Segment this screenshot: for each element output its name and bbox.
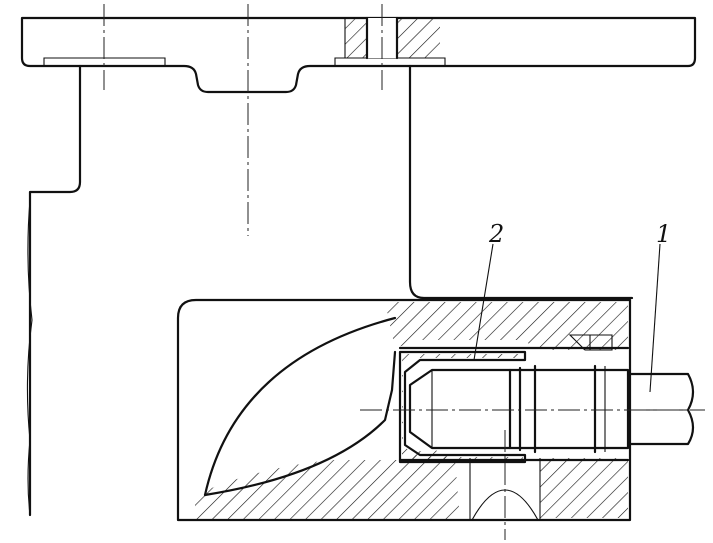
- lower-block: [176, 298, 632, 522]
- leader-part-2: [473, 243, 494, 361]
- callout-part-1: 1: [656, 220, 672, 248]
- pin-part-1: [408, 364, 695, 454]
- top-flange: [20, 16, 697, 94]
- callout-part-2: 2: [489, 220, 505, 248]
- center-lines: [103, 4, 705, 540]
- leader-part-1: [649, 243, 661, 393]
- housing-body: [26, 64, 634, 517]
- lower-section-hatch: [195, 450, 460, 520]
- upper-section-hatch: [385, 302, 628, 350]
- leader-lines: [473, 243, 661, 393]
- bushing-part-2: [398, 350, 527, 464]
